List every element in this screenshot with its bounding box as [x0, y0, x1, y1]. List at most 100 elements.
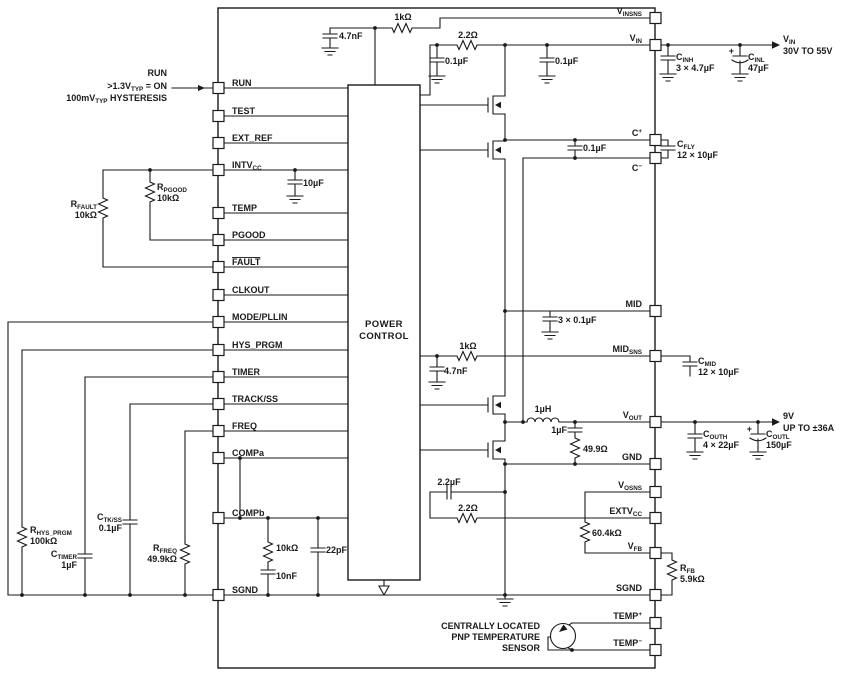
value-cmid: 12 × 10µF [698, 367, 739, 377]
capacitor-snubber-1u [567, 427, 583, 433]
pin-labels-left: RUN TEST EXT_REF INTVCC TEMP PGOOD FAULT… [232, 78, 288, 595]
value-couth: 4 × 22µF [703, 440, 739, 450]
value-r-midsns: 1kΩ [459, 341, 476, 351]
wires-right-external [547, 44, 773, 651]
wires-internal-left [223, 87, 651, 596]
value-r-vin: 2.2Ω [458, 30, 478, 40]
vin-rail-annotation: VIN 30V TO 55V [783, 34, 832, 56]
pin-label-vout: VOUT [623, 410, 642, 422]
pin-label-clkout: CLKOUT [232, 285, 270, 295]
capacitor-cmid [682, 361, 698, 367]
component-values: 1kΩ 4.7nF 2.2Ω 0.1µF 0.1µF 10µF 0.1µF 3 … [276, 12, 622, 581]
value-c-mid-hf: 3 × 0.1µF [558, 315, 597, 325]
run-annotation: RUN >1.3VTYP = ON 100mVTYP HYSTERESIS [66, 68, 167, 105]
capacitor-vinsns-4n7 [322, 33, 338, 39]
value-cfly: 12 × 10µF [677, 150, 718, 160]
pin-label-midsns: MIDSNS [613, 344, 642, 356]
capacitor-ctimer [77, 553, 93, 559]
ref-component-labels: RPGOOD 10kΩ RFAULT 10kΩ RHYS_PRGM 100kΩ … [30, 46, 792, 584]
capacitor-vin-0u1-a [429, 57, 445, 63]
label-coutl: COUTL [766, 429, 790, 441]
label-rpgood: RPGOOD [157, 182, 187, 194]
plus-sign-coutl: + [747, 424, 752, 434]
pin-label-vinsns: VINSNS [617, 6, 642, 18]
pin-pad-vout [649, 415, 662, 429]
pin-label-c-minus: C− [632, 163, 643, 173]
label-couth: COUTH [703, 429, 728, 441]
pin-pad-run [212, 81, 225, 95]
pin-pad-vinsns [649, 11, 662, 25]
mosfet-q3-arrow [495, 401, 501, 409]
resistor-vinsns-1k [389, 22, 417, 34]
pin-pad-intvcc [212, 163, 225, 177]
capacitor-symbols [77, 33, 767, 575]
resistor-comp-10k [262, 539, 274, 567]
pin-label-track-ss: TRACK/SS [232, 394, 278, 404]
pin-pad-c-minus [649, 151, 662, 165]
pin-pad-clkout [212, 288, 225, 302]
value-cinl: 47µF [748, 63, 769, 73]
value-rfb: 5.9kΩ [680, 574, 705, 584]
value-r-vcc: 2.2Ω [458, 503, 478, 513]
ground-symbols [286, 43, 767, 607]
vout-rail-annotation: 9V UP TO ±36A [783, 411, 835, 433]
value-l1: 1µH [535, 404, 552, 414]
wires-power-stage [419, 95, 651, 596]
label-ctimer: CTIMER [51, 549, 78, 561]
plus-sign-cinl: + [729, 46, 734, 56]
value-c-comp: 10nF [276, 571, 298, 581]
pin-pad-freq [212, 424, 225, 438]
label-rfault: RFAULT [71, 199, 97, 211]
capacitor-intvcc-10u [287, 179, 303, 185]
pin-pad-vosns [649, 485, 662, 499]
mosfet-q2-arrow [495, 146, 501, 154]
value-coutl: 150µF [766, 440, 792, 450]
vout-rail-voltage: 9V [783, 411, 794, 421]
value-c-vcc: 2.2µF [437, 477, 461, 487]
pin-label-sgnd-right: SGND [616, 583, 643, 593]
pin-pad-test [212, 109, 225, 123]
resistor-rhys-prgm [16, 524, 28, 552]
pin-pad-midsns [649, 349, 662, 363]
wires-left-external [7, 87, 214, 596]
pin-label-ext-ref: EXT_REF [232, 133, 273, 143]
value-c-vin1: 0.1µF [445, 56, 469, 66]
vout-rail-arrow [772, 418, 780, 426]
capacitor-vin-0u1-b [539, 57, 555, 63]
pin-pad-sgnd-right [649, 588, 662, 602]
resistor-symbols [16, 22, 678, 585]
resistor-rpgood [144, 179, 156, 207]
resistor-extvcc-2r2 [454, 512, 482, 524]
value-cinh: 3 × 4.7µF [676, 63, 715, 73]
pin-label-temp-plus: TEMP+ [613, 611, 642, 621]
value-ctimer: 1µF [61, 560, 77, 570]
capacitor-cinh [660, 55, 676, 61]
vin-rail-range: 30V TO 55V [783, 46, 832, 56]
pin-pad-compa [212, 451, 225, 465]
pin-label-freq: FREQ [232, 421, 257, 431]
value-rhys: 100kΩ [30, 536, 57, 546]
value-c-snub: 1µF [551, 425, 567, 435]
capacitor-ctkss [122, 519, 138, 525]
run-annotation-threshold: >1.3VTYP = ON [107, 81, 167, 93]
value-c-vin2: 0.1µF [555, 56, 579, 66]
run-annotation-title: RUN [148, 68, 168, 78]
resistor-rfault [97, 195, 109, 223]
svg-text:POWER: POWER [365, 319, 403, 330]
pin-label-compa: COMPa [232, 448, 265, 458]
pin-label-c-plus: C+ [632, 128, 643, 138]
capacitor-comp-22p [310, 547, 326, 553]
pin-label-temp-minus: TEMP− [613, 638, 642, 648]
value-rfreq: 49.9kΩ [147, 554, 177, 564]
pin-label-vosns: VOSNS [618, 480, 642, 492]
wires-top [329, 17, 651, 97]
ic-outline [217, 7, 656, 669]
capacitor-fly-hf-0u1 [567, 145, 583, 151]
resistor-rfreq [179, 541, 191, 569]
pin-pad-track-ss [212, 397, 225, 411]
capacitor-extvcc-2u2 [446, 484, 452, 500]
pin-label-vfb: VFB [628, 541, 643, 553]
pin-labels-right: VINSNS VIN C+ C− MID MIDSNS VOUT GND VOS… [609, 6, 642, 648]
value-rfault: 10kΩ [75, 210, 97, 220]
